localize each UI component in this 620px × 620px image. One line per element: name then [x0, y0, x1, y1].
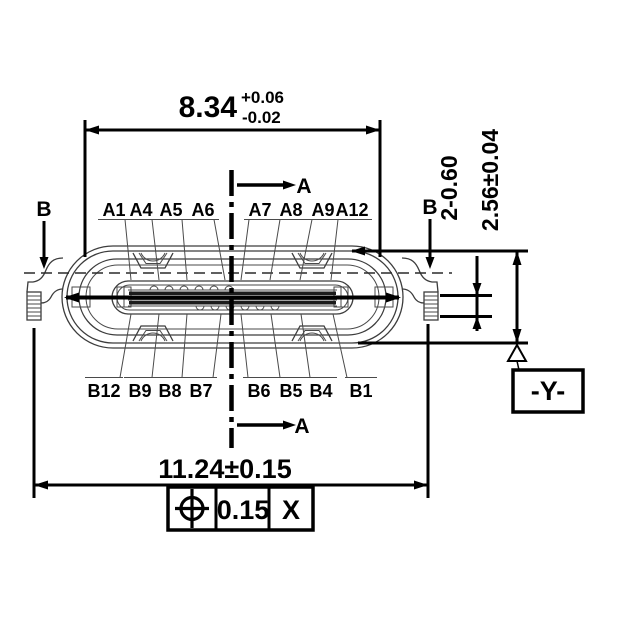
pin-label-b1: B1: [349, 381, 372, 401]
dim-leg-thickness-value: 2-0.60: [436, 155, 462, 220]
section-b-right-label: B: [422, 196, 437, 219]
latch-bump-top-right: [291, 252, 333, 269]
latch-bump-top-left: [132, 252, 174, 269]
dim-overall-width-value: 11.24±0.15: [158, 454, 291, 484]
latch-bump-bottom-right: [291, 325, 333, 342]
pin-label-a6: A6: [191, 200, 214, 220]
mid-axis-arrow-right: [386, 292, 401, 303]
pin-label-b4: B4: [309, 381, 332, 401]
section-b-right-arrow: [425, 257, 435, 269]
section-a-top-label: A: [296, 175, 311, 198]
section-b-left-label: B: [36, 198, 51, 221]
pin-label-a4: A4: [129, 200, 152, 220]
datum-y-label: -Y-: [531, 376, 566, 406]
datum-y-box: [511, 368, 585, 414]
mount-leg-left: [26, 257, 64, 321]
datum-triangle-icon: [506, 342, 528, 362]
section-markers: A A B B: [36, 175, 437, 438]
dim-shell-height-value: 2.56±0.04: [477, 129, 503, 231]
pin-label-a9: A9: [311, 200, 334, 220]
section-a-bottom-label: A: [294, 415, 309, 438]
pin-label-b12: B12: [87, 381, 120, 401]
pin-label-b7: B7: [189, 381, 212, 401]
pin-labels-bottom: B12 B9 B8 B7 B6 B5 B4 B1: [85, 313, 377, 401]
latch-bump-bottom-left: [132, 325, 174, 342]
dimension-shell-height: 2.56±0.04: [351, 129, 528, 345]
pin-label-b5: B5: [279, 381, 302, 401]
pin-label-b9: B9: [128, 381, 151, 401]
pin-leaders-top: [98, 219, 372, 281]
height-ext-arrow: [351, 246, 365, 256]
pin-label-a1: A1: [102, 200, 125, 220]
fcf-tolerance-value: 0.15: [217, 495, 270, 525]
mid-axis-arrow-left: [64, 292, 79, 303]
pin-label-a5: A5: [159, 200, 182, 220]
section-a-bottom-arrow: [283, 420, 296, 430]
feature-control-frame: 0.15 X: [166, 485, 315, 532]
pin-leaders-bottom: [85, 313, 377, 378]
dim-top-width-tol-minus: -0.02: [242, 108, 281, 127]
centerlines: [24, 170, 452, 448]
solder-pin-right: [423, 291, 439, 321]
section-b-left-arrow: [39, 257, 49, 269]
datum-y: -Y-: [506, 342, 585, 414]
dimension-top-width: 8.34 +0.06 -0.02: [83, 88, 382, 257]
dim-top-width-tol-plus: +0.06: [241, 88, 284, 107]
dimension-overall-width: 11.24±0.15: [32, 324, 430, 498]
pin-label-a12: A12: [335, 200, 368, 220]
section-a-top-arrow: [283, 180, 296, 190]
fcf-datum-ref: X: [282, 495, 300, 525]
position-tolerance-icon: [175, 489, 209, 528]
dimension-leg-thickness: 2-0.60: [436, 155, 492, 331]
pin-label-b6: B6: [247, 381, 270, 401]
pin-label-a7: A7: [248, 200, 271, 220]
dim-top-width-value: 8.34: [179, 91, 238, 124]
pin-label-b8: B8: [158, 381, 181, 401]
pin-labels-top: A1 A4 A5 A6 A7 A8 A9 A12: [98, 200, 372, 281]
pin-label-a8: A8: [279, 200, 302, 220]
mount-leg-right: [401, 257, 439, 321]
solder-pin-left: [26, 291, 42, 321]
